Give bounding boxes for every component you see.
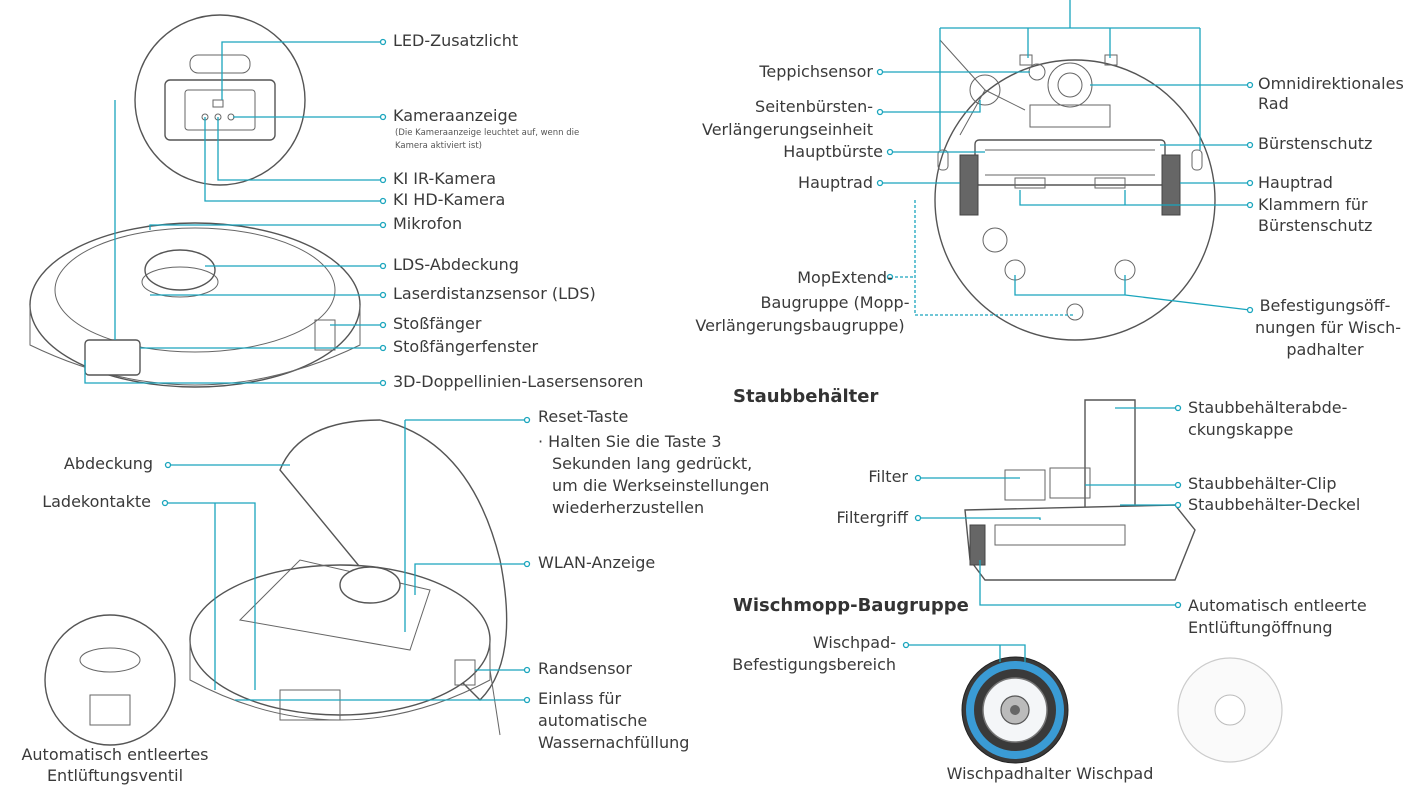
label-teppichsensor: Teppichsensor <box>759 62 873 81</box>
label-3d-lasersensoren: 3D-Doppellinien-Lasersensoren <box>393 372 644 391</box>
label-reset-taste: Reset-Taste <box>538 407 629 426</box>
label-befestigung-1: Befestigungsöff- <box>1259 296 1391 315</box>
label-seitenbuersten-1: Seitenbürsten- <box>755 97 873 116</box>
label-ventil-2: Entlüftungsventil <box>46 766 184 785</box>
label-hauptrad-right: Hauptrad <box>1258 173 1333 192</box>
mop-pad <box>1177 657 1283 763</box>
mop-holder <box>961 656 1069 764</box>
leaders-top-right <box>876 0 1254 316</box>
label-laserdistanzsensor: Laserdistanzsensor (LDS) <box>393 284 596 303</box>
label-kameraanzeige: Kameraanzeige <box>393 106 518 125</box>
label-kappe-1: Staubbehälterabde- <box>1188 398 1348 417</box>
label-entlueftung-1: Automatisch entleerte <box>1188 596 1367 615</box>
heading-wischmopp-baugruppe: Wischmopp-Baugruppe <box>733 595 969 616</box>
label-kappe-2: ckungskappe <box>1188 420 1294 439</box>
label-led-zusatzlicht: LED-Zusatzlicht <box>393 31 519 50</box>
label-mopextend-1: MopExtend- <box>797 268 893 287</box>
label-filtergriff: Filtergriff <box>836 508 908 527</box>
leaders-top-left <box>84 38 387 387</box>
camera-magnifier <box>134 14 306 186</box>
label-wischpad-1: Wischpad- <box>812 633 896 652</box>
note-reset-1: · Halten Sie die Taste 3 <box>538 432 722 451</box>
note-reset-4: wiederherzustellen <box>552 498 705 517</box>
label-befestigung-2: nungen für Wisch- <box>1255 318 1402 337</box>
dust-bin <box>964 399 1196 581</box>
robot-open-cover <box>189 419 508 736</box>
label-seitenbuersten-2: Verlängerungseinheit <box>702 120 873 139</box>
label-stossfaengerfenster: Stoßfängerfenster <box>393 337 539 356</box>
label-staubbehaelter-deckel: Staubbehälter-Deckel <box>1188 495 1361 514</box>
heading-staubbehaelter: Staubbehälter <box>733 386 879 407</box>
label-omni-1: Omnidirektionales <box>1258 74 1404 93</box>
label-einlass-3: Wassernachfüllung <box>538 733 690 752</box>
label-klammern-2: Bürstenschutz <box>1258 216 1373 235</box>
label-stossfaenger: Stoßfänger <box>393 314 482 333</box>
label-mopextend-2: Baugruppe (Mopp- <box>760 293 910 312</box>
robot-bottom-view <box>934 39 1216 341</box>
label-hauptbuerste: Hauptbürste <box>783 142 883 161</box>
note-kameraanzeige-2: Kamera aktiviert ist) <box>395 141 482 151</box>
valve-magnifier <box>44 614 176 746</box>
label-wlan-anzeige: WLAN-Anzeige <box>538 553 656 572</box>
label-buerstenschutz: Bürstenschutz <box>1258 134 1373 153</box>
note-reset-2: Sekunden lang gedrückt, <box>552 454 753 473</box>
label-ki-ir-kamera: KI IR-Kamera <box>393 169 497 188</box>
label-omni-2: Rad <box>1258 94 1289 113</box>
leaders-bottom-right <box>914 404 1182 609</box>
label-entlueftung-2: Entlüftungöffnung <box>1188 618 1333 637</box>
note-kameraanzeige-1: (Die Kameraanzeige leuchtet auf, wenn di… <box>395 128 580 138</box>
label-wischpad-2: Befestigungsbereich <box>732 655 896 674</box>
label-ventil-1: Automatisch entleertes <box>21 745 209 764</box>
label-staubbehaelter-clip: Staubbehälter-Clip <box>1188 474 1337 493</box>
robot-top-view <box>29 222 361 388</box>
note-reset-3: um die Werkseinstellungen <box>552 476 770 495</box>
label-einlass-1: Einlass für <box>538 689 622 708</box>
caption-wischpad: Wischpadhalter Wischpad <box>946 764 1154 783</box>
leaders-bottom-left <box>161 416 531 704</box>
leaders-mop <box>902 641 1026 662</box>
label-befestigung-3: padhalter <box>1286 340 1364 359</box>
label-hauptrad-left: Hauptrad <box>798 173 873 192</box>
label-mikrofon: Mikrofon <box>393 214 463 233</box>
label-randsensor: Randsensor <box>538 659 632 678</box>
label-klammern-1: Klammern für <box>1258 195 1368 214</box>
label-abdeckung: Abdeckung <box>63 454 153 473</box>
label-lds-abdeckung: LDS-Abdeckung <box>393 255 519 274</box>
label-ladekontakte: Ladekontakte <box>42 492 151 511</box>
label-filter: Filter <box>868 467 908 486</box>
label-einlass-2: automatische <box>538 711 648 730</box>
label-mopextend-3: Verlängerungsbaugruppe) <box>695 316 905 335</box>
label-ki-hd-kamera: KI HD-Kamera <box>393 190 506 209</box>
